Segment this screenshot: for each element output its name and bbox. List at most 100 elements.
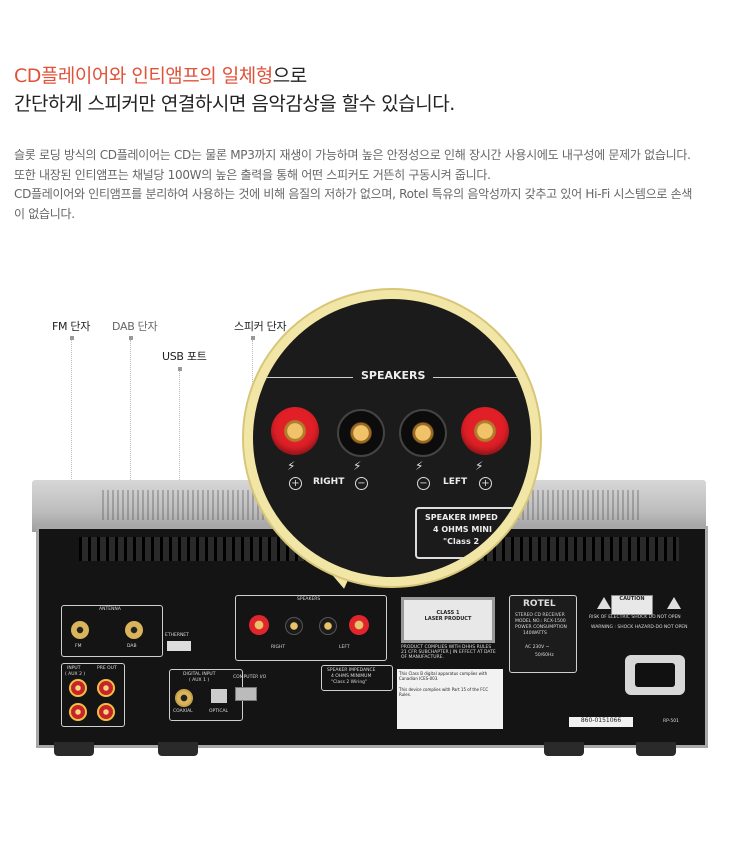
description: 슬롯 로딩 방식의 CD플레이어는 CD는 물론 MP3까지 재생이 가능하며 …	[14, 146, 739, 224]
iec-inlet-icon	[635, 663, 675, 687]
foot-center-left	[158, 742, 198, 756]
plus-icon: +	[479, 477, 492, 490]
input-rca-left	[69, 679, 87, 697]
headline-line-1: CD플레이어와 인티앰프의 일체형으로	[14, 62, 455, 90]
dab-leader-line	[130, 340, 131, 610]
fm-jack	[71, 621, 89, 639]
zoom-impedance-line-2: 4 OHMS MINI	[433, 525, 492, 534]
description-line: 또한 내장된 인티앰프는 채널당 100W의 높은 출력을 통해 어떤 스피커도…	[14, 167, 491, 182]
headline-accent: CD플레이어와 인티앰프의 일체형	[14, 65, 273, 87]
laser-product-text: LASER PRODUCT	[424, 616, 472, 622]
speakers-left-label: LEFT	[339, 645, 350, 650]
zoom-impedance-line-3: "Class 2	[443, 537, 480, 546]
fm-terminal-label: FM 단자	[52, 320, 91, 333]
speaker-leader-dot	[251, 336, 255, 340]
canada-notice: This Class B digital apparatus complies …	[399, 671, 488, 681]
zoom-post-right-positive	[271, 407, 319, 455]
aux1-label: ( AUX 1 )	[189, 678, 210, 683]
minus-icon: −	[355, 477, 368, 490]
rotel-plate	[509, 595, 577, 673]
speaker-post-left-negative	[319, 617, 337, 635]
input-preout-section	[61, 663, 125, 727]
computer-io-label: COMPUTER I/O	[233, 675, 267, 680]
digital-input-label: DIGITAL INPUT	[183, 672, 216, 677]
minus-icon: −	[417, 477, 430, 490]
headline-line-2: 간단하게 스피커만 연결하시면 음악감상을 할수 있습니다.	[14, 93, 455, 115]
dab-terminal-label: DAB 단자	[112, 320, 158, 333]
dab-jack	[125, 621, 143, 639]
preout-rca-left	[97, 679, 115, 697]
model-line-1: STEREO CD RECEIVER	[515, 613, 565, 618]
input-rca-right	[69, 703, 87, 721]
headline-rest: 으로	[272, 65, 307, 87]
optical-jack	[211, 689, 227, 703]
foot-center-right	[544, 742, 584, 756]
dhhs-notice: PRODUCT COMPLIES WITH DHHS RULES 21 CFR …	[401, 645, 496, 660]
frequency-text: 50/60Hz	[535, 653, 554, 658]
input-label: INPUT	[67, 666, 81, 671]
preout-rca-right	[97, 703, 115, 721]
headline: CD플레이어와 인티앰프의 일체형으로 간단하게 스피커만 연결하시면 음악감상…	[14, 62, 455, 118]
ethernet-label: ETHERNET	[165, 633, 189, 638]
antenna-section	[61, 605, 163, 657]
model-line-2: MODEL NO.: RCX-1500	[515, 619, 566, 624]
power-socket	[625, 655, 685, 695]
plus-icon: +	[289, 477, 302, 490]
speaker-terminal-section	[235, 595, 387, 661]
impedance-label-2: 4 OHMS MINIMUM	[331, 674, 372, 679]
speaker-terminal-label: 스피커 단자	[234, 320, 287, 333]
zoom-post-left-positive	[461, 407, 509, 455]
zoom-left-label: LEFT	[443, 477, 468, 487]
speakers-small-label: SPEAKERS	[297, 597, 321, 602]
speaker-post-right-negative	[285, 617, 303, 635]
dab-jack-label: DAB	[127, 644, 137, 649]
zoom-post-left-negative	[399, 409, 447, 457]
zoom-line-right	[433, 377, 531, 378]
exclamation-triangle-icon	[667, 597, 681, 609]
description-line: CD플레이어와 인티앰프를 분리하여 사용하는 것에 비해 음질의 저하가 없으…	[14, 187, 693, 201]
serial-label: 860-0151066	[569, 717, 633, 727]
speaker-post-right-positive	[249, 615, 269, 635]
fm-leader-line	[71, 340, 72, 615]
impedance-label: SPEAKER IMPEDANCE	[327, 668, 376, 673]
coaxial-jack	[175, 689, 193, 707]
laser-label: CLASS 1 LASER PRODUCT	[401, 597, 495, 643]
impedance-box	[321, 665, 393, 691]
fm-jack-label: FM	[75, 644, 82, 649]
zoom-post-right-negative	[337, 409, 385, 457]
zoom-impedance-line-1: SPEAKER IMPED	[425, 513, 498, 522]
impedance-label-3: "Class 2 Wiring"	[331, 680, 368, 685]
rotel-logo-text: ROTEL	[523, 599, 556, 609]
antenna-label: ANTENNA	[99, 607, 121, 612]
aux2-label: ( AUX 2 )	[65, 672, 86, 677]
model-line-3: POWER CONSUMPTION	[515, 625, 567, 630]
bolt-icon: ⚡	[415, 459, 424, 473]
usb-port	[167, 641, 191, 651]
bolt-icon: ⚡	[475, 459, 484, 473]
foot-right	[636, 742, 676, 756]
caution-text: CAUTION	[619, 596, 645, 602]
bolt-icon: ⚡	[287, 459, 296, 473]
zoom-right-label: RIGHT	[313, 477, 345, 487]
coaxial-label: COAXIAL	[173, 709, 193, 714]
speaker-post-left-positive	[349, 615, 369, 635]
warning-triangle-icon	[597, 597, 611, 609]
zoom-line-left	[253, 377, 353, 378]
dab-leader-dot	[129, 336, 133, 340]
optical-label: OPTICAL	[209, 709, 229, 714]
fm-leader-dot	[70, 336, 74, 340]
rp-label: RP-501	[663, 719, 679, 724]
class1-text: CLASS 1	[436, 610, 460, 616]
zoom-impedance-box: SPEAKER IMPED 4 OHMS MINI "Class 2	[415, 507, 531, 559]
description-line: 이 없습니다.	[14, 206, 75, 221]
speakers-right-label: RIGHT	[271, 645, 286, 650]
usb-leader-dot	[178, 367, 182, 371]
fcc-notice: This device complies with Part 15 of the…	[399, 687, 489, 697]
caution-subtext: RISK OF ELECTRIC SHOCK DO NOT OPEN	[589, 615, 681, 620]
zoom-speakers-title: SPEAKERS	[361, 369, 426, 382]
description-line: 슬롯 로딩 방식의 CD플레이어는 CD는 물론 MP3까지 재생이 가능하며 …	[14, 148, 691, 162]
warning-text: WARNING : SHOCK HAZARD-DO NOT OPEN	[591, 625, 688, 630]
model-line-4: 140WATTS	[523, 631, 547, 636]
computer-io-port	[235, 687, 257, 701]
speaker-terminal-magnifier: SPEAKERS ⚡ + RIGHT − ⚡ ⚡ − LEFT ⚡ + SPEA…	[244, 290, 540, 586]
